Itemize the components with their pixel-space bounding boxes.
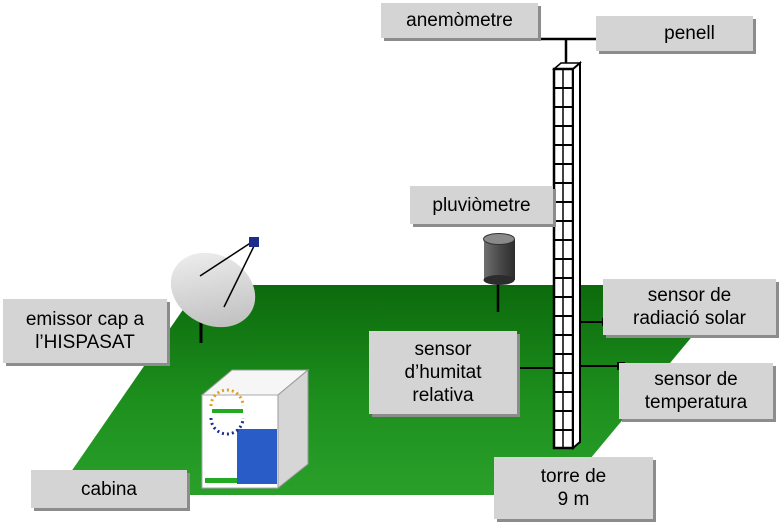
emissor-line-2: l’HISPASAT	[35, 332, 135, 353]
pluviometre-text: pluviòmetre	[432, 194, 531, 216]
label-pluviometre: pluviòmetre	[410, 186, 553, 224]
penell-text: penell	[664, 23, 715, 44]
torre-line-1: torre de	[540, 466, 607, 487]
emissor-line-1: emissor cap a	[25, 309, 145, 330]
temperatura-line-2: temperatura	[644, 392, 748, 413]
label-torre: torre de 9 m	[494, 457, 653, 519]
radiacio-line-1: sensor de	[647, 285, 732, 306]
temperatura-line-1: sensor de	[654, 369, 738, 390]
tower	[551, 40, 583, 451]
label-temperatura: sensor de temperatura	[619, 363, 773, 419]
label-penell: penell	[596, 16, 753, 51]
label-anemometre: anemòmetre	[381, 3, 538, 38]
rain-gauge	[483, 233, 515, 312]
satellite-dish	[170, 237, 259, 343]
label-radiacio-solar: sensor de radiació solar	[603, 279, 776, 335]
cabina-text: cabina	[81, 478, 137, 500]
humitat-line-1: sensor	[414, 339, 472, 360]
torre-line-2: 9 m	[557, 489, 590, 510]
label-humitat-relativa: sensor d’humitat relativa	[369, 331, 517, 414]
label-cabina: cabina	[31, 470, 187, 508]
radiacio-line-2: radiació solar	[633, 308, 746, 329]
humitat-line-2: d’humitat	[404, 362, 482, 383]
humitat-line-3: relativa	[412, 385, 474, 406]
cabin	[200, 368, 310, 490]
label-emissor: emissor cap a l’HISPASAT	[3, 299, 167, 363]
anemometre-text: anemòmetre	[406, 10, 513, 31]
